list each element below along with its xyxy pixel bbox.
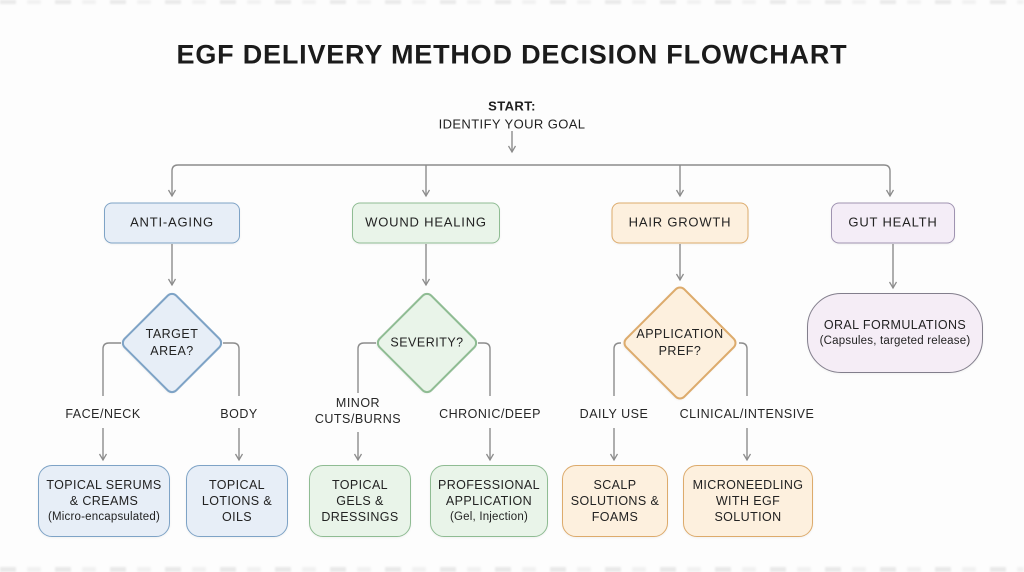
result-node-topical-gels-dressings: TOPICAL GELS & DRESSINGS: [309, 465, 411, 537]
option-label-body: BODY: [220, 406, 258, 421]
branch-node-hair-growth: HAIR GROWTH: [611, 202, 749, 244]
branch-node-gut-health: GUT HEALTH: [831, 202, 955, 244]
result-node-topical-serums-creams: TOPICAL SERUMS & CREAMS (Micro-encapsula…: [38, 465, 170, 537]
result-subtext: (Gel, Injection): [450, 511, 528, 524]
option-label-minor-cuts-burns: MINOR CUTS/BURNS: [314, 395, 402, 426]
option-label-face-neck: FACE/NECK: [65, 406, 141, 421]
result-text: TOPICAL GELS & DRESSINGS: [321, 477, 399, 525]
start-subtitle: IDENTIFY YOUR GOAL: [438, 116, 586, 131]
result-text: SCALP SOLUTIONS & FOAMS: [570, 477, 660, 525]
start-label: START:: [488, 98, 536, 114]
result-text: TOPICAL SERUMS & CREAMS: [46, 477, 162, 509]
branch-node-wound-healing: WOUND HEALING: [352, 202, 500, 244]
result-text: TOPICAL LOTIONS & OILS: [201, 477, 273, 525]
result-node-scalp-solutions-foams: SCALP SOLUTIONS & FOAMS: [562, 465, 668, 537]
page-title: EGF DELIVERY METHOD DECISION FLOWCHART: [176, 39, 848, 70]
result-node-oral-formulations: ORAL FORMULATIONS (Capsules, targeted re…: [807, 293, 983, 373]
result-node-microneedling-egf: MICRONEEDLING WITH EGF SOLUTION: [683, 465, 813, 537]
start-node: START: IDENTIFY YOUR GOAL: [439, 97, 586, 132]
option-label-chronic-deep: CHRONIC/DEEP: [439, 406, 541, 421]
decision-label-severity: SEVERITY?: [390, 335, 464, 350]
result-node-topical-lotions-oils: TOPICAL LOTIONS & OILS: [186, 465, 288, 537]
decision-label-application-pref: APPLICATION PREF?: [636, 327, 724, 358]
result-text: MICRONEEDLING WITH EGF SOLUTION: [692, 477, 804, 525]
option-label-clinical-intensive: CLINICAL/INTENSIVE: [679, 406, 815, 421]
result-subtext: (Capsules, targeted release): [819, 335, 971, 348]
result-node-professional-application: PROFESSIONAL APPLICATION (Gel, Injection…: [430, 465, 548, 537]
option-label-daily-use: DAILY USE: [579, 406, 649, 421]
decision-label-target-area: TARGET AREA?: [145, 327, 199, 358]
result-text: PROFESSIONAL APPLICATION: [437, 477, 541, 509]
result-subtext: (Micro-encapsulated): [47, 511, 160, 524]
result-text: ORAL FORMULATIONS: [823, 317, 967, 332]
branch-node-anti-aging: ANTI-AGING: [104, 202, 240, 244]
